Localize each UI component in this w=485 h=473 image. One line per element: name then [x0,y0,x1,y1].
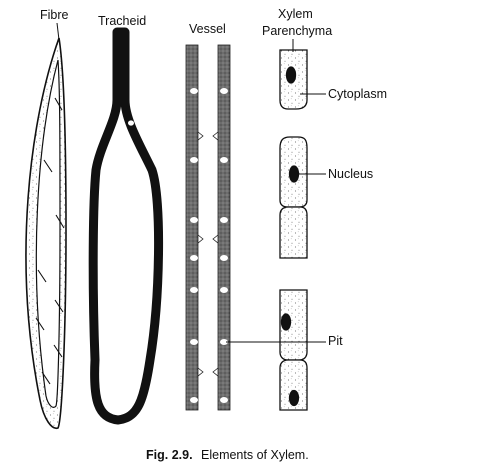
xylem-parenchyma-label-line2: Parenchyma [262,24,332,38]
fibre-leader [56,22,60,41]
caption-number: Fig. 2.9. [146,448,193,462]
tracheid-cell [88,27,164,425]
xylem-parenchyma-label-line1: Xylem [278,7,313,21]
nucleus-label: Nucleus [328,167,373,181]
fibre-cell [25,37,67,429]
xylem-parenchyma-cells [279,49,308,411]
pit-label: Pit [328,334,343,348]
tracheid-label: Tracheid [98,14,146,28]
figure-caption: Fig. 2.9. Elements of Xylem. [146,446,309,463]
vessel-label: Vessel [189,22,226,36]
cytoplasm-label: Cytoplasm [328,87,387,101]
fibre-label: Fibre [40,8,69,22]
caption-text: Elements of Xylem. [201,448,309,462]
vessel-cell [185,44,231,411]
